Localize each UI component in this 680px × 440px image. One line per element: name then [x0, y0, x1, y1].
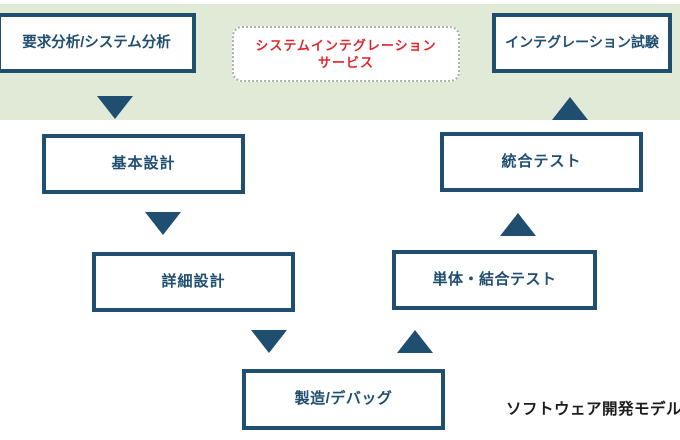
node-integration-exam-label: インテグレーション試験: [505, 34, 659, 51]
service-label-line2: サービス: [317, 55, 374, 70]
node-unit-combined-test-label: 単体・結合テスト: [432, 270, 557, 288]
node-requirements-analysis-label: 要求分析/システム分析: [22, 34, 171, 51]
node-integration-exam: インテグレーション試験: [492, 13, 672, 73]
node-detailed-design-label: 詳細設計: [161, 272, 226, 290]
arrow-down-icon: [251, 330, 287, 353]
arrow-up-icon: [500, 213, 536, 236]
node-unit-combined-test: 単体・結合テスト: [392, 250, 597, 310]
arrow-up-icon: [397, 330, 433, 353]
node-system-integration-service: システムインテグレーション サービス: [232, 26, 460, 82]
arrow-down-icon: [145, 212, 181, 235]
arrow-down-icon: [97, 96, 133, 119]
node-manufacturing-debug: 製造/デバッグ: [242, 369, 445, 430]
diagram-caption: ソフトウェア開発モデル: [506, 401, 680, 418]
node-basic-design: 基本設計: [42, 134, 245, 194]
node-integrated-test-label: 統合テスト: [501, 152, 582, 170]
node-basic-design-label: 基本設計: [111, 154, 176, 172]
service-label-line1: システムインテグレーション: [255, 38, 437, 53]
node-integrated-test: 統合テスト: [440, 132, 643, 192]
node-detailed-design: 詳細設計: [92, 252, 295, 312]
node-manufacturing-debug-label: 製造/デバッグ: [294, 390, 393, 408]
node-requirements-analysis: 要求分析/システム分析: [0, 13, 196, 73]
arrow-up-icon: [552, 97, 588, 120]
